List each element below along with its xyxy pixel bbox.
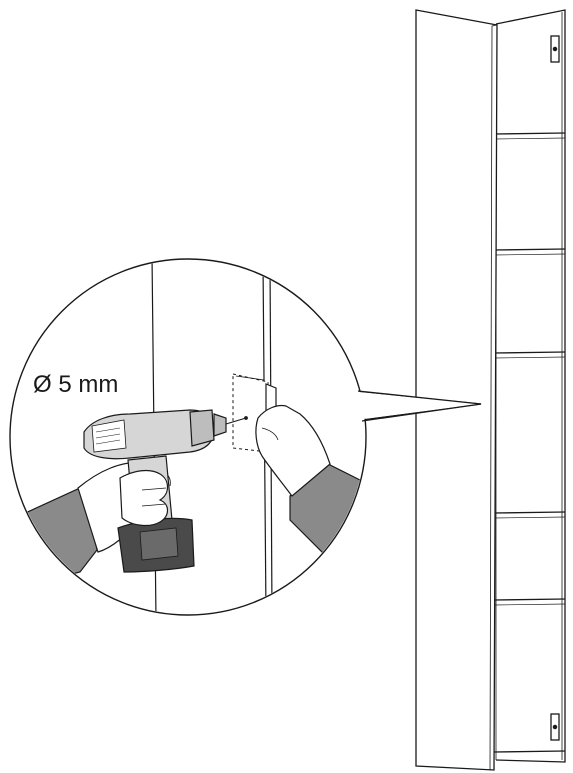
drill-diameter-label: Ø 5 mm	[33, 371, 118, 398]
hinge-plate-icon	[550, 713, 560, 741]
gripping-fingers	[119, 469, 169, 527]
cabinet	[415, 9, 566, 771]
drill-bit	[225, 417, 247, 425]
cabinet-door	[415, 9, 498, 771]
right-hand	[255, 404, 331, 497]
cabinet-shelves	[493, 132, 566, 753]
hinge-plate-icon	[550, 35, 560, 63]
cabinet-carcass	[495, 9, 566, 763]
